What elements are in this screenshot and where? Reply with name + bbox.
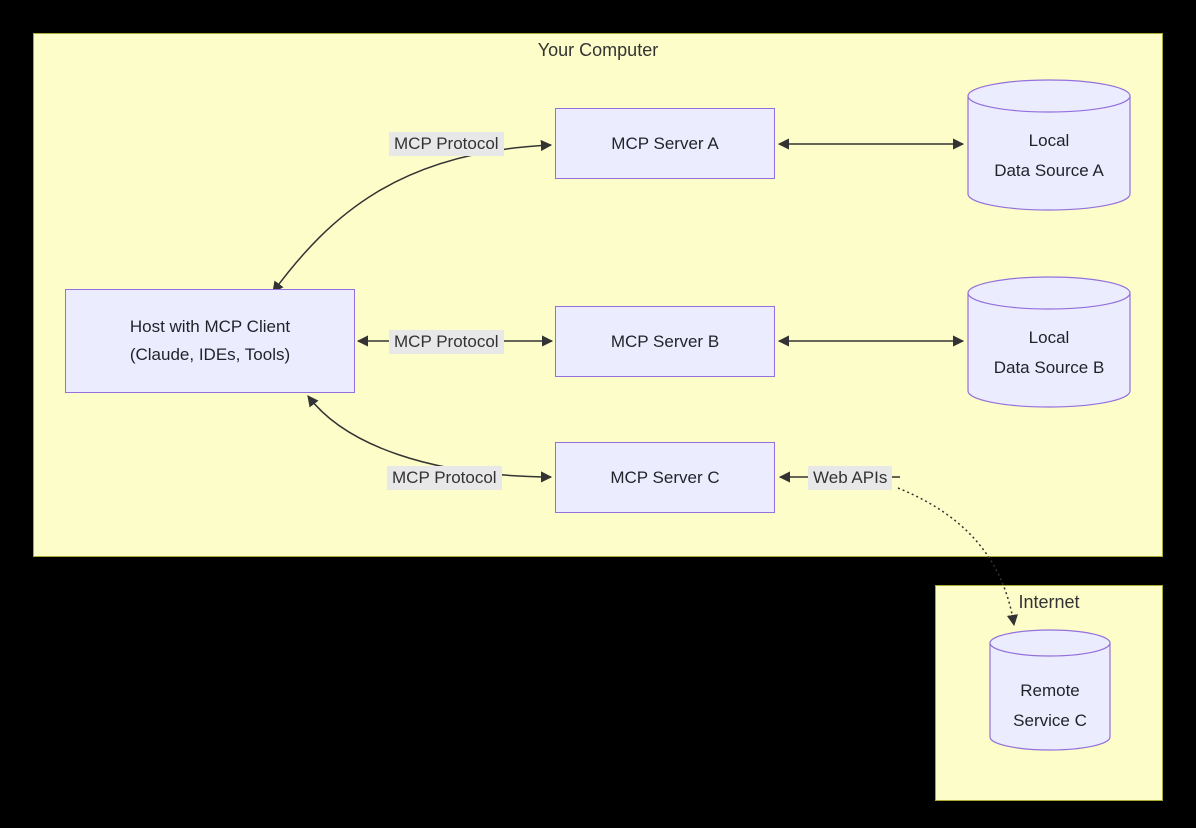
local-data-source-a-line2: Data Source A (994, 161, 1104, 180)
edge-label-mcp-protocol-a: MCP Protocol (389, 132, 504, 156)
host-node: Host with MCP Client (Claude, IDEs, Tool… (65, 289, 355, 393)
edge-webapis-remote-service (897, 487, 1018, 627)
edge-host-server-a (272, 139, 553, 293)
internet-title: Internet (1018, 592, 1080, 612)
local-data-source-a-label: Local Data Source A (968, 124, 1130, 188)
remote-service-c-line2: Service C (1013, 711, 1087, 730)
local-data-source-b-label: Local Data Source B (968, 321, 1130, 385)
mcp-server-a-label: MCP Server A (611, 133, 719, 153)
local-data-source-a-cylinder (967, 79, 1131, 211)
your-computer-title: Your Computer (537, 40, 659, 60)
edge-label-web-apis: Web APIs (808, 466, 893, 490)
edge-host-server-c (307, 395, 553, 483)
edge-label-mcp-protocol-b: MCP Protocol (389, 330, 504, 354)
local-data-source-b-line1: Local (1028, 328, 1070, 347)
internet-group: Internet (935, 585, 1163, 801)
mcp-server-c-label: MCP Server C (610, 467, 720, 487)
remote-service-c-cylinder (989, 629, 1111, 751)
host-label-line2: (Claude, IDEs, Tools) (129, 345, 291, 364)
mcp-server-b-label: MCP Server B (610, 331, 720, 351)
mcp-server-a-node: MCP Server A (555, 108, 775, 179)
mcp-server-b-node: MCP Server B (555, 306, 775, 377)
local-data-source-b-cylinder (967, 276, 1131, 408)
local-data-source-a-line1: Local (1028, 131, 1070, 150)
host-label-line1: Host with MCP Client (129, 317, 291, 336)
remote-service-c-line1: Remote (1020, 681, 1080, 700)
local-data-source-b-line2: Data Source B (993, 358, 1105, 377)
edge-label-mcp-protocol-c: MCP Protocol (387, 466, 502, 490)
mcp-server-c-node: MCP Server C (555, 442, 775, 513)
remote-service-c-label: Remote Service C (990, 675, 1110, 737)
